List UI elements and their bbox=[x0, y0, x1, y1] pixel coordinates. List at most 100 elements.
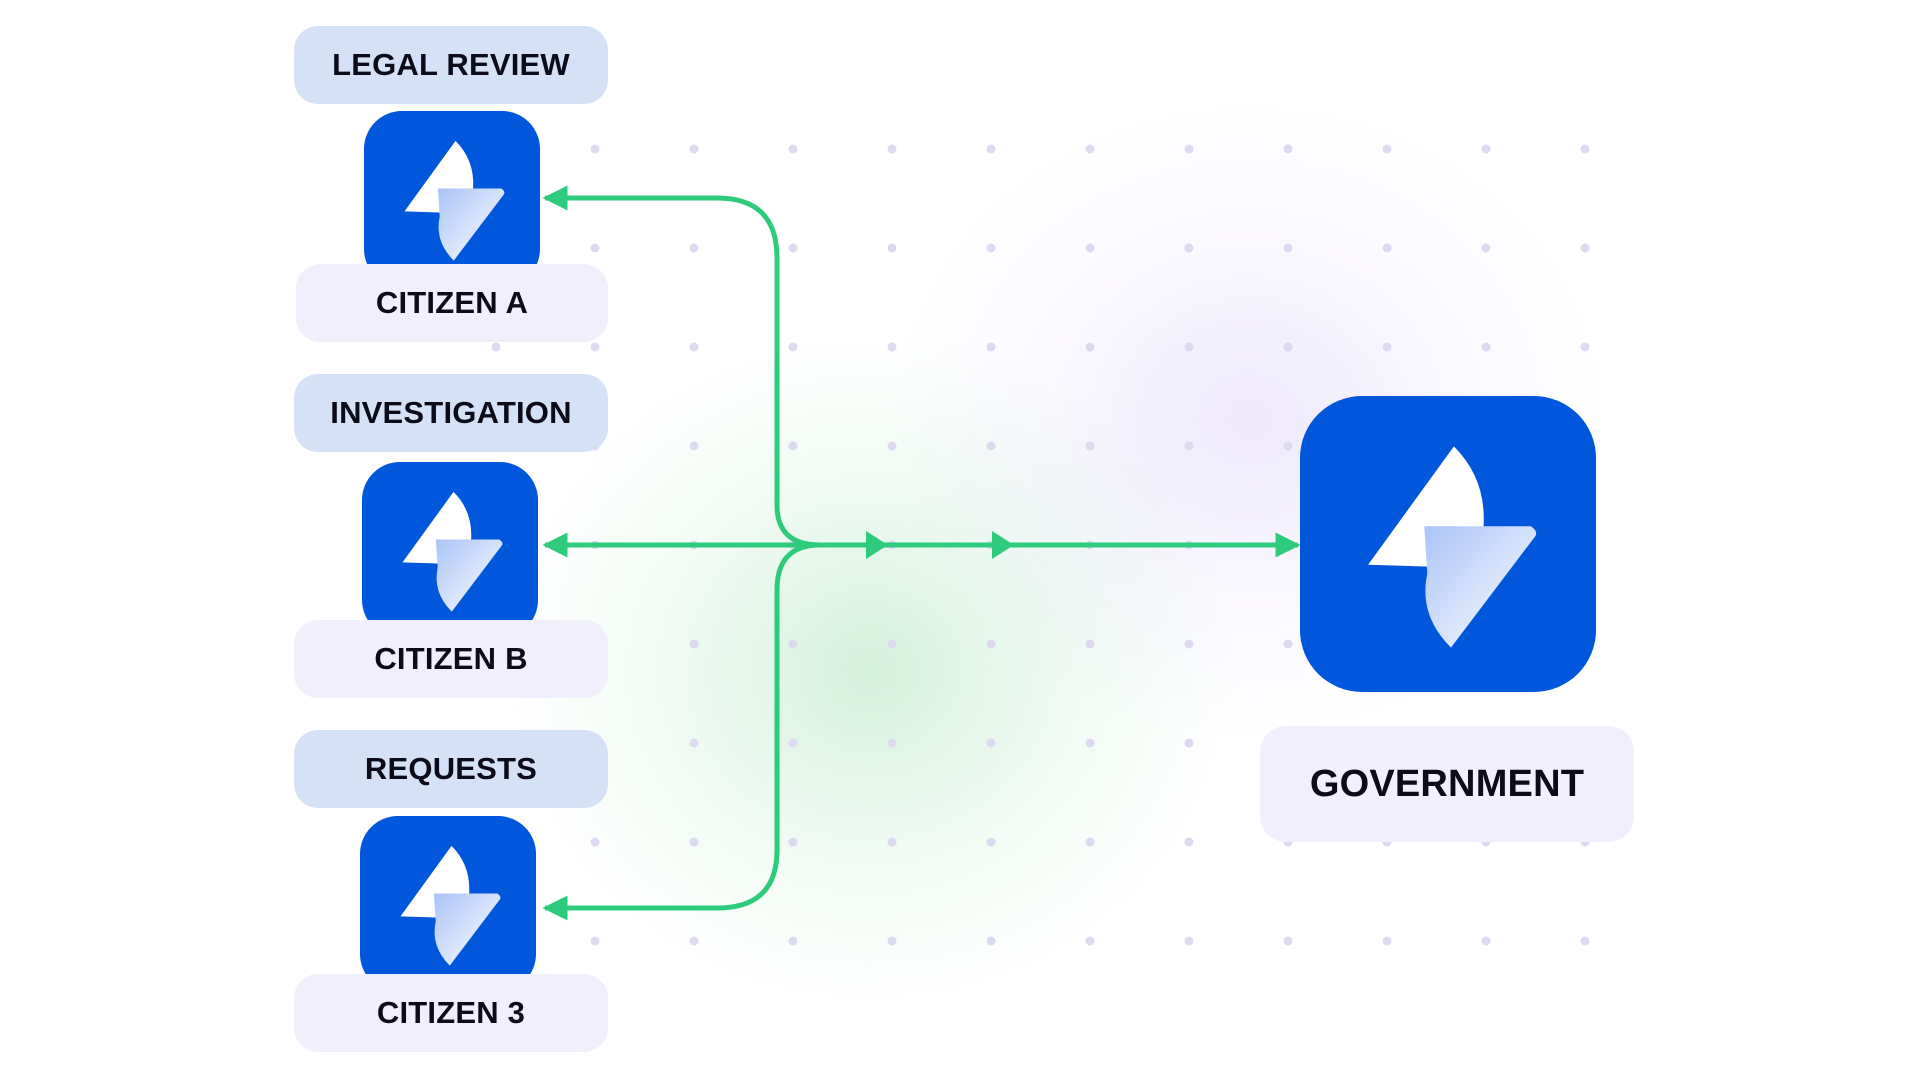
tag-citizen-a: LEGAL REVIEW bbox=[294, 26, 608, 104]
grid-dot bbox=[1085, 342, 1095, 352]
grid-dot bbox=[986, 342, 996, 352]
grid-dot bbox=[1382, 342, 1392, 352]
grid-dot bbox=[986, 441, 996, 451]
grid-dot bbox=[788, 837, 798, 847]
grid-dot bbox=[986, 639, 996, 649]
grid-dot bbox=[887, 738, 897, 748]
grid-dot bbox=[1481, 936, 1491, 946]
grid-dot bbox=[1184, 639, 1194, 649]
flow-arrow-2 bbox=[992, 531, 1014, 559]
grid-dot bbox=[590, 144, 600, 154]
grid-dot bbox=[1283, 144, 1293, 154]
app-logo-icon bbox=[402, 491, 503, 612]
grid-dot bbox=[887, 837, 897, 847]
grid-dot bbox=[1382, 936, 1392, 946]
citizen-a-app-icon bbox=[364, 111, 540, 287]
grid-dot bbox=[1184, 738, 1194, 748]
grid-dot bbox=[689, 441, 699, 451]
grid-dot bbox=[1283, 342, 1293, 352]
grid-dot bbox=[1184, 441, 1194, 451]
grid-dot bbox=[788, 738, 798, 748]
grid-dot bbox=[1283, 243, 1293, 253]
grid-dot bbox=[590, 243, 600, 253]
flow-arrow-1 bbox=[866, 531, 888, 559]
node-citizen-a: CITIZEN A bbox=[296, 264, 608, 342]
grid-dot bbox=[788, 342, 798, 352]
grid-dot bbox=[986, 837, 996, 847]
grid-dot bbox=[689, 936, 699, 946]
grid-dot bbox=[1184, 342, 1194, 352]
citizen-b-app-icon bbox=[362, 462, 538, 638]
tag-citizen-3-text: REQUESTS bbox=[364, 751, 538, 786]
grid-dot bbox=[590, 936, 600, 946]
grid-dot bbox=[1085, 441, 1095, 451]
connector-to-citizen-a bbox=[542, 185, 821, 548]
tag-citizen-a-text: LEGAL REVIEW bbox=[332, 47, 570, 82]
grid-dot bbox=[1481, 243, 1491, 253]
grid-dot bbox=[1184, 144, 1194, 154]
app-logo-icon bbox=[404, 140, 505, 261]
grid-dot bbox=[590, 342, 600, 352]
grid-dot bbox=[1085, 837, 1095, 847]
tag-citizen-b-text: INVESTIGATION bbox=[330, 395, 572, 430]
grid-dot bbox=[788, 243, 798, 253]
grid-dot bbox=[689, 738, 699, 748]
grid-dot bbox=[788, 441, 798, 451]
grid-dot bbox=[1085, 738, 1095, 748]
node-citizen-b-name: CITIZEN B bbox=[374, 641, 528, 676]
grid-dot bbox=[689, 342, 699, 352]
grid-dot bbox=[689, 144, 699, 154]
grid-dot bbox=[689, 639, 699, 649]
grid-dot bbox=[1283, 441, 1293, 451]
grid-dot bbox=[788, 639, 798, 649]
node-citizen-3: CITIZEN 3 bbox=[294, 974, 608, 1052]
grid-dot bbox=[1085, 639, 1095, 649]
grid-dot bbox=[1382, 144, 1392, 154]
app-logo-icon bbox=[400, 845, 501, 966]
grid-dot bbox=[491, 342, 501, 352]
grid-dot bbox=[1184, 837, 1194, 847]
grid-dot bbox=[986, 144, 996, 154]
grid-dot bbox=[1580, 936, 1590, 946]
grid-dot bbox=[1481, 342, 1491, 352]
grid-dot bbox=[1085, 936, 1095, 946]
grid-dot bbox=[1283, 639, 1293, 649]
node-citizen-a-name: CITIZEN A bbox=[375, 285, 529, 320]
grid-dot bbox=[689, 837, 699, 847]
connector-to-citizen-3 bbox=[542, 542, 821, 921]
grid-dot bbox=[986, 936, 996, 946]
grid-dot bbox=[986, 243, 996, 253]
grid-dot bbox=[590, 837, 600, 847]
app-logo-icon bbox=[1368, 446, 1537, 648]
tag-citizen-b: INVESTIGATION bbox=[294, 374, 608, 452]
grid-dot bbox=[887, 144, 897, 154]
grid-dot bbox=[1481, 144, 1491, 154]
node-citizen-3-name: CITIZEN 3 bbox=[376, 995, 526, 1030]
grid-dot bbox=[1382, 243, 1392, 253]
grid-dot bbox=[1580, 144, 1590, 154]
grid-dot bbox=[1085, 243, 1095, 253]
node-government-name: GOVERNMENT bbox=[1309, 762, 1585, 805]
government-app-icon bbox=[1300, 396, 1596, 692]
grid-dot bbox=[986, 738, 996, 748]
grid-dot bbox=[1580, 243, 1590, 253]
grid-dot bbox=[788, 936, 798, 946]
grid-dot bbox=[887, 342, 897, 352]
tag-citizen-3: REQUESTS bbox=[294, 730, 608, 808]
grid-dot bbox=[689, 243, 699, 253]
grid-dot bbox=[1184, 243, 1194, 253]
grid-dot bbox=[887, 936, 897, 946]
grid-dot bbox=[1184, 936, 1194, 946]
grid-dot bbox=[887, 441, 897, 451]
grid-dot bbox=[887, 243, 897, 253]
node-government: GOVERNMENT bbox=[1260, 726, 1634, 842]
grid-dot bbox=[1085, 144, 1095, 154]
grid-dot bbox=[788, 144, 798, 154]
grid-dot bbox=[1580, 342, 1590, 352]
grid-dot bbox=[1283, 936, 1293, 946]
grid-dot bbox=[887, 639, 897, 649]
citizen-3-app-icon bbox=[360, 816, 536, 992]
node-citizen-b: CITIZEN B bbox=[294, 620, 608, 698]
